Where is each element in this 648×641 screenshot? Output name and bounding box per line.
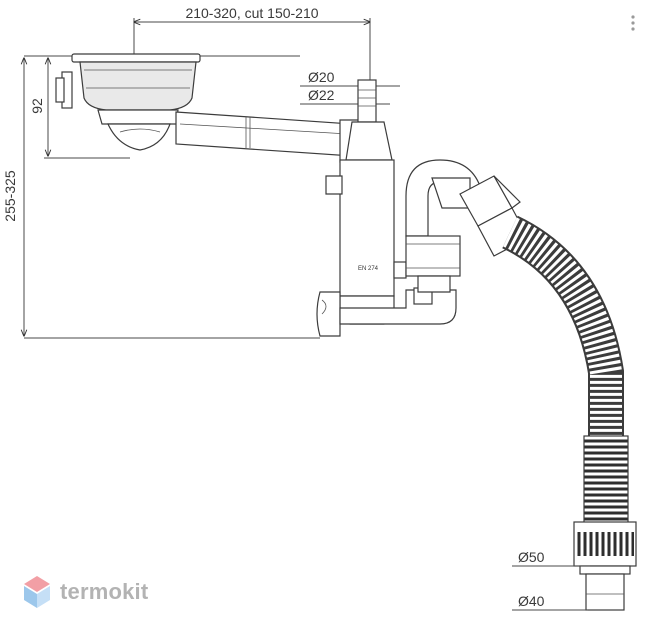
dimension-dia-50: Ø50 — [518, 549, 545, 565]
sink-strainer — [55, 53, 201, 151]
brand-watermark: termokit — [22, 572, 148, 612]
brand-name: termokit — [60, 579, 149, 604]
dimension-sink-height-label: 92 — [29, 98, 45, 114]
corrugated-hose — [501, 215, 629, 525]
dimension-top-span-label: 210-320, cut 150-210 — [185, 5, 318, 21]
outlet-coupling — [459, 175, 529, 257]
dimension-dia-22: Ø22 — [308, 87, 335, 103]
siphon-body: EN 274 — [316, 159, 407, 337]
termokit-logo-icon — [24, 576, 50, 608]
overflow-nozzle — [345, 79, 393, 161]
dimension-total-height-label: 255-325 — [2, 170, 18, 222]
dimension-overflow-diameters: Ø20 Ø22 — [300, 69, 400, 105]
dimension-dia-40: Ø40 — [518, 593, 545, 609]
more-vertical-icon[interactable] — [626, 14, 640, 32]
dimension-outlet-diameters: Ø50 Ø40 — [512, 549, 590, 611]
hose-outlet-fitting — [573, 521, 637, 611]
dimension-sink-height: 92 — [29, 58, 130, 159]
trap-loop — [405, 159, 481, 293]
connection-pipe — [175, 111, 375, 163]
body-marking: EN 274 — [358, 266, 379, 272]
dimension-dia-20: Ø20 — [308, 69, 335, 85]
